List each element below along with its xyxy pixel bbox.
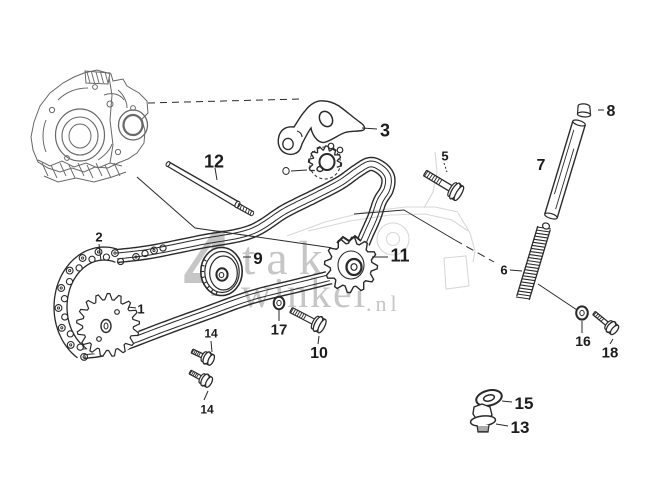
svg-text:18: 18 (602, 344, 619, 361)
svg-text:15: 15 (515, 394, 534, 413)
svg-text:13: 13 (511, 418, 530, 437)
svg-text:5: 5 (441, 149, 448, 164)
svg-text:14: 14 (204, 326, 218, 340)
svg-text:7: 7 (537, 157, 546, 174)
svg-text:2: 2 (95, 230, 102, 245)
svg-text:14: 14 (200, 402, 214, 416)
svg-text:16: 16 (575, 333, 591, 349)
svg-text:12: 12 (204, 152, 224, 172)
svg-text:10: 10 (310, 345, 328, 362)
svg-text:17: 17 (271, 321, 288, 338)
svg-text:3: 3 (380, 121, 390, 141)
svg-text:8: 8 (607, 103, 616, 120)
svg-text:.nl: .nl (366, 291, 401, 316)
svg-text:1: 1 (137, 302, 144, 317)
svg-text:9: 9 (253, 249, 262, 268)
svg-text:11: 11 (390, 246, 409, 266)
svg-text:6: 6 (500, 263, 507, 278)
